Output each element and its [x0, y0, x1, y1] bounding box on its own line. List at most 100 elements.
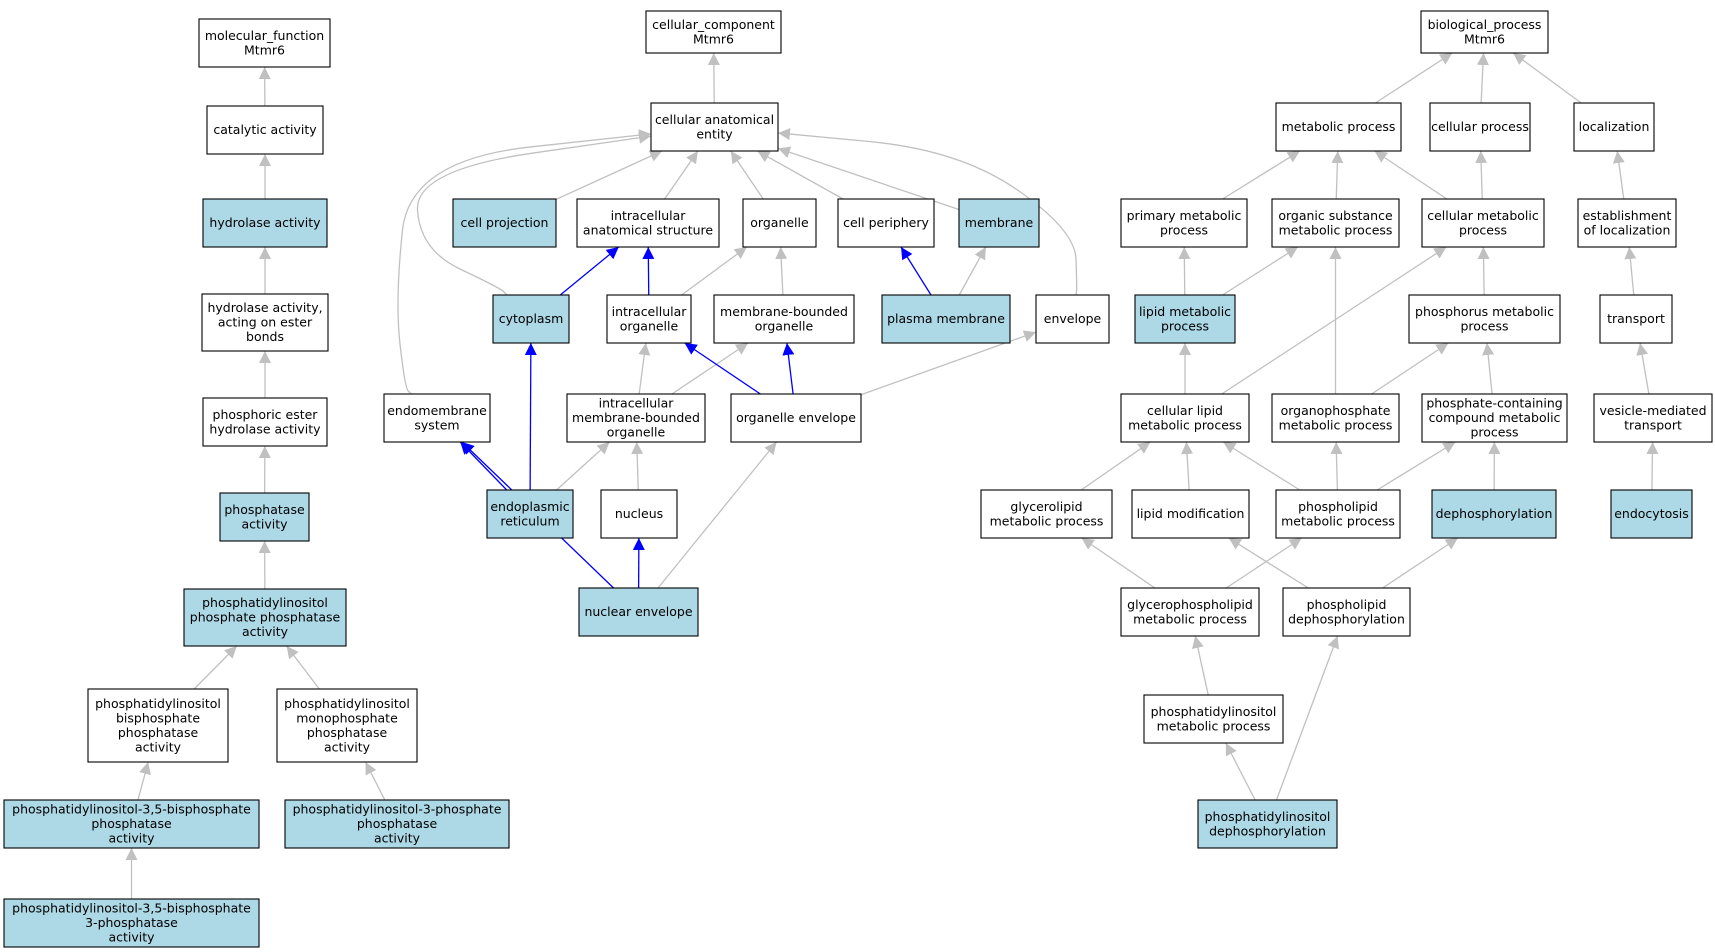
term-node-pi-bisphosphate[interactable]: phosphatidylinositolbisphosphatephosphat… [87, 688, 229, 763]
edge-glycerolipid-to-cell_lipid_met [1080, 441, 1151, 491]
term-node-lipid-mod[interactable]: lipid modification [1131, 489, 1250, 539]
term-node-catalytic[interactable]: catalytic activity [206, 105, 324, 155]
edge-cytoplasm-to-ias [559, 246, 620, 296]
term-label-line: Mtmr6 [244, 42, 285, 57]
edge-org_env-to-intra_org [684, 342, 761, 395]
term-label-line: dephosphorylation [1288, 611, 1405, 626]
term-label-line: metabolic process [1281, 513, 1395, 528]
term-node-hydrolase[interactable]: hydrolase activity [202, 198, 328, 248]
term-label-line: process [1470, 425, 1518, 440]
edge-cell_met-to-cellular_process [1475, 150, 1488, 200]
term-label-line: lipid metabolic [1139, 304, 1231, 319]
term-node-membrane[interactable]: membrane [958, 198, 1040, 248]
term-node-endocytosis[interactable]: endocytosis [1610, 489, 1693, 539]
edge-cell_periphery-to-cae [757, 150, 844, 200]
term-label-line: metabolic process [990, 513, 1104, 528]
term-label-line: phosphatidylinositol-3,5-bisphosphate [12, 901, 251, 916]
term-label-line: phosphatase [307, 725, 388, 740]
edge-endomembrane-to-cae [397, 129, 652, 395]
edge-phosphate_cont-to-phosphorus_met [1482, 342, 1495, 395]
edge-intra_org-to-organelle [681, 246, 748, 296]
term-box [3, 898, 260, 948]
term-node-plasma-membrane[interactable]: plasma membrane [881, 294, 1011, 344]
edge-cellular_process-to-bp [1476, 52, 1489, 104]
edge-vesicle_transport-to-transport [1636, 342, 1650, 395]
term-box [566, 393, 706, 443]
edge-lipid_met-to-primary_met [1178, 246, 1191, 296]
term-node-metabolic[interactable]: metabolic process [1275, 102, 1402, 152]
term-node-nucleus[interactable]: nucleus [600, 489, 678, 539]
edge-endocytosis-to-vesicle_transport [1646, 441, 1659, 491]
term-label-line: of localization [1584, 222, 1671, 237]
term-label-line: phosphatidylinositol [284, 696, 410, 711]
term-node-cell-projection[interactable]: cell projection [452, 198, 557, 248]
term-label-line: hydrolase activity, [207, 300, 322, 315]
term-label-line: phosphatase [118, 725, 199, 740]
term-box [452, 198, 557, 248]
term-box [202, 397, 328, 447]
term-box [383, 393, 491, 443]
term-label-line: phospholipid [1298, 499, 1378, 514]
term-node-pi35-3p[interactable]: phosphatidylinositol-3,5-bisphosphate3-p… [3, 898, 260, 948]
term-node-organelle[interactable]: organelle [742, 198, 817, 248]
term-label-line: organophosphate [1281, 403, 1391, 418]
term-label-line: catalytic activity [213, 122, 317, 137]
term-node-pi35[interactable]: phosphatidylinositol-3,5-bisphosphatepho… [3, 799, 260, 849]
edge-phospholipid_deph-to-lipid_mod [1228, 537, 1309, 589]
term-label-line: organelle [755, 318, 814, 333]
edge-est_loc-to-localization [1612, 150, 1625, 200]
term-node-dephosphorylation[interactable]: dephosphorylation [1431, 489, 1557, 539]
term-node-cell-periphery[interactable]: cell periphery [837, 198, 935, 248]
term-node-pi3p[interactable]: phosphatidylinositol-3-phosphatephosphat… [284, 799, 510, 849]
edge-envelope-to-cae [777, 128, 1078, 296]
term-node-org-env[interactable]: organelle envelope [730, 393, 862, 443]
term-node-nuc-env[interactable]: nuclear envelope [578, 587, 699, 637]
edge-cytoplasm-to-cae [416, 131, 652, 296]
term-node-pi-monophosphate[interactable]: phosphatidylinositolmonophosphatephospha… [276, 688, 418, 763]
term-label-line: anatomical structure [583, 222, 713, 237]
term-box [713, 294, 855, 344]
term-label-line: hydrolase activity [209, 421, 321, 436]
term-box [87, 688, 229, 763]
term-box [1143, 694, 1284, 744]
term-node-cytoplasm[interactable]: cytoplasm [492, 294, 570, 344]
term-box [206, 105, 324, 155]
term-node-envelope[interactable]: envelope [1035, 294, 1110, 344]
term-node-localization[interactable]: localization [1573, 102, 1655, 152]
term-node-cellular-process[interactable]: cellular process [1429, 102, 1531, 152]
term-box [1421, 393, 1568, 443]
term-node-transport[interactable]: transport [1599, 294, 1673, 344]
term-label-line: glycerophospholipid [1127, 597, 1253, 612]
edge-phospholipid_met-to-cell_lipid_met [1222, 441, 1301, 491]
